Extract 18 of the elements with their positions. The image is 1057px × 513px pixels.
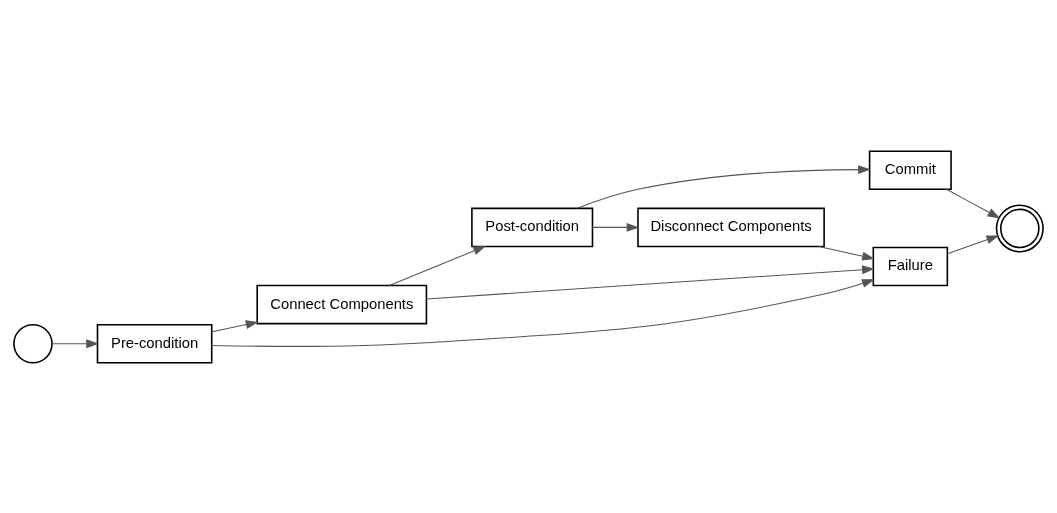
node-circle [13, 323, 53, 364]
arrow [592, 222, 640, 232]
node-box: Connect Components [256, 284, 428, 324]
node-box: Disconnect Components [637, 207, 825, 247]
arrow [576, 164, 871, 209]
arrow [946, 234, 1000, 254]
arrow [388, 245, 486, 286]
node-box: Post-condition [471, 207, 594, 247]
arrow [818, 245, 875, 261]
node-box: Pre-condition [96, 323, 213, 364]
node-box: Failure [872, 246, 949, 286]
arrow [425, 264, 875, 299]
node-circle [995, 203, 1044, 252]
arrow [211, 278, 875, 347]
node-box: Commit [868, 149, 952, 190]
arrow [51, 338, 99, 348]
arrow [211, 319, 259, 332]
arrow [946, 188, 1001, 218]
